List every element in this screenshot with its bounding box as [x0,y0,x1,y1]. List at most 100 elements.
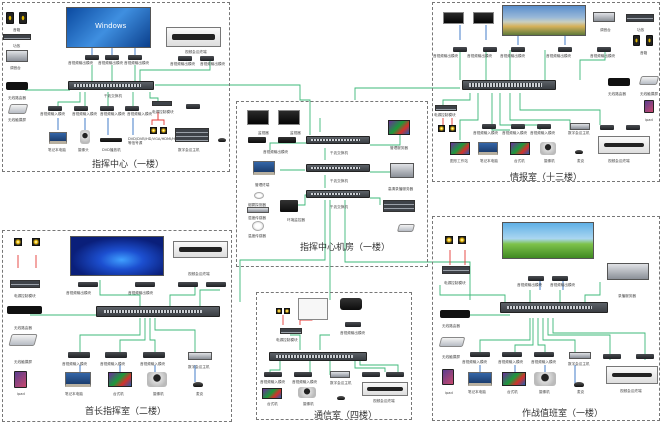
encoder-icon [483,47,497,52]
label-av-output-2: 音视频输出模块 [98,61,124,65]
encoder-icon [128,55,142,60]
label-in-2: 音视频输入模块 [72,112,98,116]
label-touch-panel: 无线触摸屏 [640,92,658,96]
switch-icon [96,306,220,317]
label-laptop: 笔记本电脑 [468,390,486,394]
core-switch-icon [306,136,370,144]
label-conference-host: 数字会议主机 [178,148,200,152]
ipad-icon [14,371,27,388]
label-dvd: DVD播放机 [102,148,121,152]
label-out-2: 音视频输出模块 [467,54,493,58]
zone-machine-room [236,101,428,267]
encoder-icon [534,352,554,357]
label-monitor-2: 监视器 [290,131,301,135]
label-out-3: 音视频输出模块 [500,54,526,58]
encoder-icon [528,276,544,281]
conference-host-icon [188,352,212,360]
label-out-1: 音视频输出模块 [433,54,459,58]
label-vc-terminal: 视频会议终端 [188,272,210,276]
label-av-output-1: 音视频输出模块 [68,61,94,65]
label-env-host: 环境监控器 [287,218,305,222]
encoder-icon [125,106,139,111]
amplifier-icon [3,34,31,40]
monitor-icon [473,12,494,24]
lamp-icon [150,127,157,134]
label-desktop: 台式机 [267,402,278,406]
encoder-icon [511,124,525,129]
camera-icon [147,372,167,387]
encoder-icon [105,55,119,60]
label-laptop: 笔记本电脑 [480,159,498,163]
dvd-player-icon [100,138,122,142]
encoder-icon [186,104,200,109]
label-laptop: 笔记本电脑 [65,392,83,396]
label-camera: 摄像头 [78,148,89,152]
encoder-icon [362,372,380,377]
decoder-icon [278,137,296,143]
video-wall [502,5,586,36]
label-conference-host: 数字会议主机 [330,381,352,385]
encoder-icon [264,372,282,377]
label-vc-terminal: 视频会议终端 [185,50,207,54]
label-in-3: 音视频输入模块 [531,360,557,364]
label-speakers: 音箱 [640,51,648,55]
desktop-icon [510,142,530,155]
monitor-icon [247,110,269,125]
zone-title-duty-room: 作战值班室（一楼） [522,409,604,419]
lamp-icon [14,238,22,246]
label-in-1: 音视频输入模块 [62,362,88,366]
encoder-icon [600,125,614,130]
label-humidity-sensor: 湿度传感器 [248,216,266,220]
label-core-switch-1: 千兆交换机 [330,151,348,155]
label-mgmt-terminal: 管理终端 [255,183,270,187]
label-out-2: 音视频输出模块 [550,283,576,287]
speaker-icon [646,35,653,46]
encoder-icon [74,106,88,111]
label-switch: 千兆交换机 [104,94,122,98]
trunk-link-intel [354,87,460,100]
desktop-icon [108,372,132,387]
label-monitor-1: 监视器 [258,131,269,135]
switch-icon [68,81,154,90]
label-mic: 麦克 [577,159,585,163]
encoder-icon [386,372,404,377]
touch-panel-icon [396,224,416,232]
label-mic: 麦克 [196,392,204,396]
power-module-icon [152,101,172,106]
core-switch-icon [306,164,370,172]
encoder-icon [626,125,640,130]
label-recording-server: 录播服务器 [618,294,636,298]
encoder-icon [135,282,155,287]
switch-icon [462,80,556,90]
mixer-icon [6,50,28,62]
desktop-icon [262,388,282,399]
label-ipad: ipad [445,391,453,395]
label-camera: 摄像机 [539,390,550,394]
camera-icon [540,142,556,155]
encoder-icon [482,124,496,129]
label-vc-out-2: 音视频输出模块 [200,62,226,66]
label-out-5: 音视频输出模块 [590,54,616,58]
label-power-module: 电源控制模块 [444,281,466,285]
touch-panel-icon [7,104,29,114]
microphone-icon [574,382,584,387]
label-laptop: 笔记本电脑 [48,148,66,152]
label-graphics-workstation: 图形工作站 [450,159,468,163]
encoder-icon [143,352,165,358]
label-wireless-router: 无线路由器 [14,326,32,330]
video-wall [502,222,594,259]
smoke-sensor-icon [254,192,264,199]
label-vc-terminal: 视频会议终端 [608,159,630,163]
encoder-icon [78,282,98,287]
label-mic: 麦克 [577,390,585,394]
label-touch-panel: 无线触摸屏 [442,355,460,359]
recording-server-icon [607,263,649,280]
lamp-icon [276,308,282,314]
label-touch-panel: 无线触摸屏 [8,118,26,122]
label-in-3: 音视频输入模块 [530,131,556,135]
zone-title-intel-room: 情报室（十三楼） [510,173,583,183]
mgmt-server-icon [388,120,410,135]
encoder-icon [636,354,654,359]
touch-panel-icon [8,334,38,346]
amplifier-icon [626,14,654,22]
